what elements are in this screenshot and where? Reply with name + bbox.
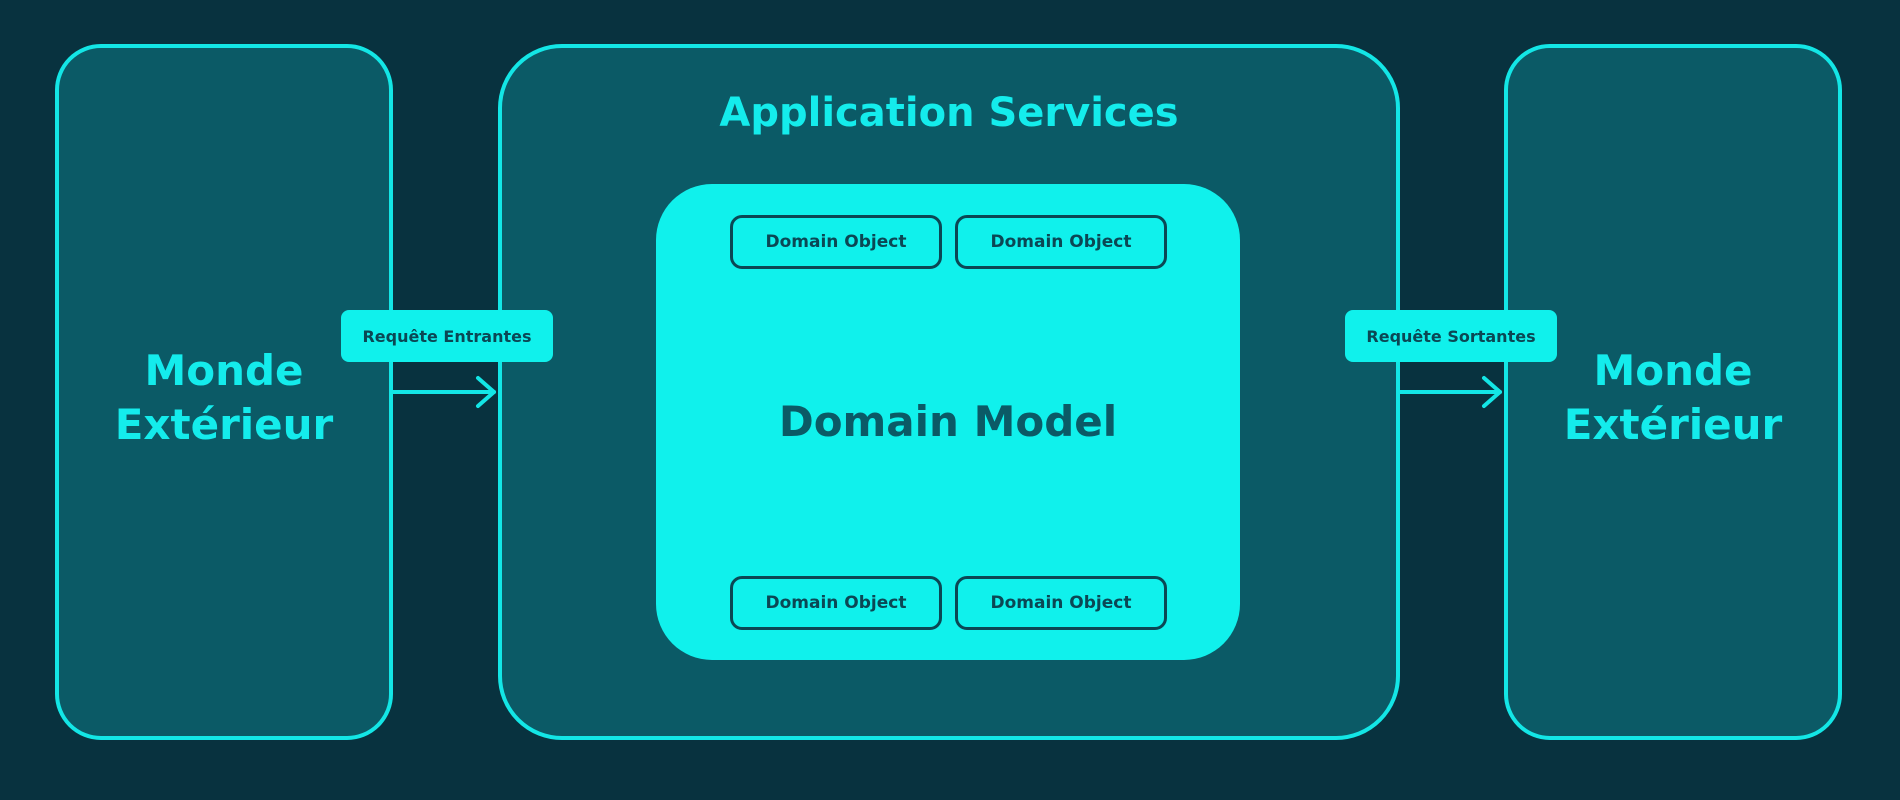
outside-world-left-title: Monde Extérieur [59,344,389,452]
outside-world-right-panel: Monde Extérieur [1504,44,1842,740]
domain-object-bottom-right: Domain Object [955,576,1167,630]
domain-object-top-left: Domain Object [730,215,942,269]
incoming-request-arrow [391,376,496,408]
outside-world-right-line1: Monde [1593,346,1753,395]
domain-model-box: Domain Object Domain Object Domain Model… [656,184,1240,660]
outside-world-left-line2: Extérieur [114,400,334,449]
domain-object-top-right: Domain Object [955,215,1167,269]
application-services-title: Application Services [719,90,1179,136]
outgoing-arrow-head [1482,376,1502,408]
incoming-request-label: Requête Entrantes [341,310,553,362]
outgoing-request-arrow [1398,376,1502,408]
outside-world-right-title: Monde Extérieur [1508,344,1838,452]
outgoing-request-label: Requête Sortantes [1345,310,1557,362]
outside-world-left-line1: Monde [144,346,304,395]
incoming-arrow-head [476,376,496,408]
outside-world-right-line2: Extérieur [1563,400,1783,449]
domain-object-bottom-left: Domain Object [730,576,942,630]
outside-world-left-panel: Monde Extérieur [55,44,393,740]
domain-model-title: Domain Model [778,397,1118,446]
